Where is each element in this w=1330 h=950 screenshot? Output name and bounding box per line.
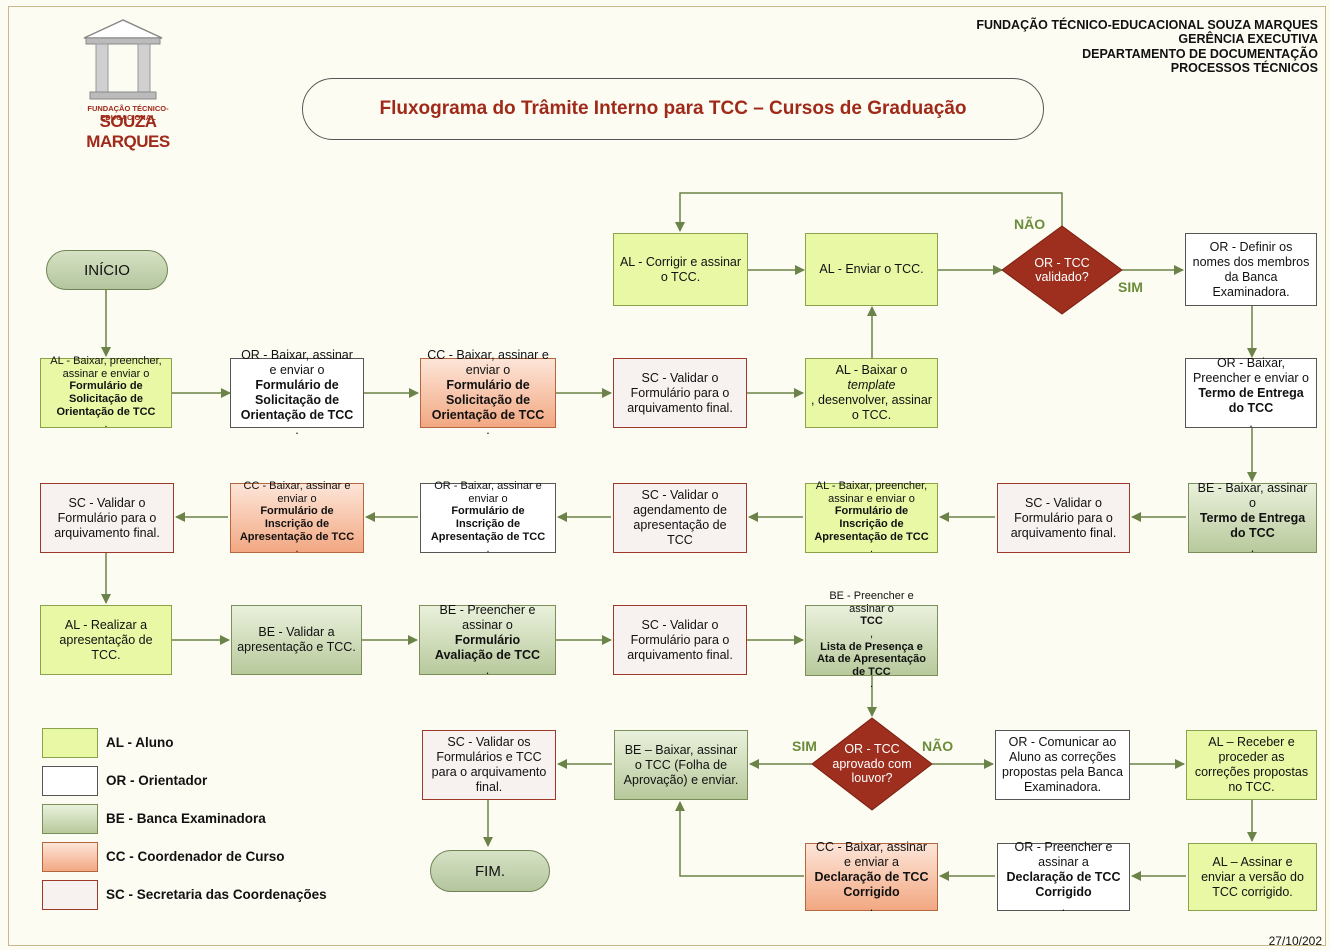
branch-label-no: NÃO: [922, 738, 954, 754]
legend-swatch-sc: [42, 880, 98, 910]
legend-swatch-cc: [42, 842, 98, 872]
branch-label-no: NÃO: [1014, 216, 1046, 232]
org-line: FUNDAÇÃO TÉCNICO-EDUCACIONAL SOUZA MARQU…: [976, 18, 1318, 32]
step-sc-validar-termo: SC - Validar o Formulário para o arquiva…: [997, 483, 1130, 553]
step-sc-validar-inscricao: SC - Validar o Formulário para o arquiva…: [40, 483, 174, 553]
start-terminal: INÍCIO: [46, 250, 168, 290]
branch-label-yes: SIM: [792, 738, 817, 754]
legend-label: CC - Coordenador de Curso: [106, 849, 285, 864]
org-header: FUNDAÇÃO TÉCNICO-EDUCACIONAL SOUZA MARQU…: [976, 18, 1318, 76]
step-sc-validar-solicitacao: SC - Validar o Formulário para o arquiva…: [613, 358, 747, 428]
page-title: Fluxograma do Trâmite Interno para TCC –…: [302, 78, 1044, 140]
org-line: DEPARTAMENTO DE DOCUMENTAÇÃO: [1082, 46, 1318, 61]
step-be-formulario-avaliacao: BE - Preencher e assinar o Formulário Av…: [419, 603, 556, 677]
org-line: PROCESSOS TÉCNICOS: [1170, 61, 1318, 76]
step-or-termo-entrega: OR - Baixar, Preencher e enviar o Termo …: [1185, 356, 1317, 430]
step-or-comunicar: OR - Comunicar ao Aluno as correções pro…: [995, 730, 1130, 800]
logo-big-text: SOUZA MARQUES: [86, 112, 170, 151]
decision-louvor-text: OR - TCC aprovado com louvor?: [832, 742, 912, 786]
step-al-assinar-versao: AL – Assinar e enviar a versão do TCC co…: [1188, 843, 1317, 911]
logo-icon: [83, 19, 163, 100]
step-sc-validar-final: SC - Validar os Formulários e TCC para o…: [422, 730, 556, 800]
decision-validado-diamond: [1001, 225, 1123, 315]
org-line: GERÊNCIA EXECUTIVA: [1178, 32, 1318, 47]
step-cc-inscricao: CC - Baixar, assinar e enviar o Formulár…: [230, 480, 364, 555]
decision-louvor-diamond: [811, 717, 933, 811]
arrow: [675, 192, 1063, 232]
step-al-template: AL - Baixar o template, desenvolver, ass…: [805, 358, 938, 428]
step-or-solicitacao: OR - Baixar, assinar e enviar o Formulár…: [230, 348, 364, 437]
step-cc-solicitacao: CC - Baixar, assinar e enviar o Formulár…: [420, 348, 556, 437]
step-al-receber: AL – Receber e proceder as correções pro…: [1186, 730, 1317, 800]
step-be-termo-entrega: BE - Baixar, assinar o Termo de Entrega …: [1188, 481, 1317, 555]
step-or-definir-banca: OR - Definir os nomes dos membros da Ban…: [1185, 233, 1317, 306]
legend-swatch-or: [42, 766, 98, 796]
legend-label: SC - Secretaria das Coordenações: [106, 887, 327, 902]
legend-swatch-be: [42, 804, 98, 834]
legend-label: BE - Banca Examinadora: [106, 811, 266, 826]
logo-small-text: FUNDAÇÃO TÉCNICO-EDUCACIONAL: [87, 104, 169, 122]
step-or-declaracao: OR - Preencher e assinar a Declaração de…: [997, 840, 1130, 914]
step-cc-declaracao: CC - Baixar, assinar e enviar a Declaraç…: [805, 840, 938, 914]
step-sc-validar-avaliacao: SC - Validar o Formulário para o arquiva…: [613, 605, 747, 675]
step-be-validar-apresentacao: BE - Validar a apresentação e TCC.: [231, 605, 362, 675]
step-al-solicitacao: AL - Baixar, preencher, assinar e enviar…: [40, 355, 172, 430]
legend-label: AL - Aluno: [106, 735, 174, 750]
step-be-ata: BE - Preencher e assinar o TCC, Lista de…: [805, 590, 938, 690]
arrow: [675, 801, 804, 877]
legend-swatch-al: [42, 728, 98, 758]
legend-label: OR - Orientador: [106, 773, 208, 788]
branch-label-yes: SIM: [1118, 279, 1143, 295]
decision-validado-text: OR - TCC validado?: [1034, 255, 1090, 284]
step-or-inscricao: OR - Baixar, assinar e enviar o Formulár…: [420, 480, 556, 555]
step-al-apresentacao: AL - Realizar a apresentação de TCC.: [40, 605, 172, 675]
step-sc-validar-agendamento: SC - Validar o agendamento de apresentaç…: [613, 483, 747, 553]
footer-date: 27/10/202: [1268, 934, 1322, 948]
step-al-inscricao: AL - Baixar, preencher, assinar e enviar…: [805, 480, 938, 555]
step-al-enviar: AL - Enviar o TCC.: [805, 233, 938, 306]
step-be-folha-aprovacao: BE – Baixar, assinar o TCC (Folha de Apr…: [614, 730, 748, 800]
end-terminal: FIM.: [430, 850, 550, 892]
page-frame: [8, 6, 1326, 946]
step-al-corrigir: AL - Corrigir e assinar o TCC.: [613, 233, 748, 306]
